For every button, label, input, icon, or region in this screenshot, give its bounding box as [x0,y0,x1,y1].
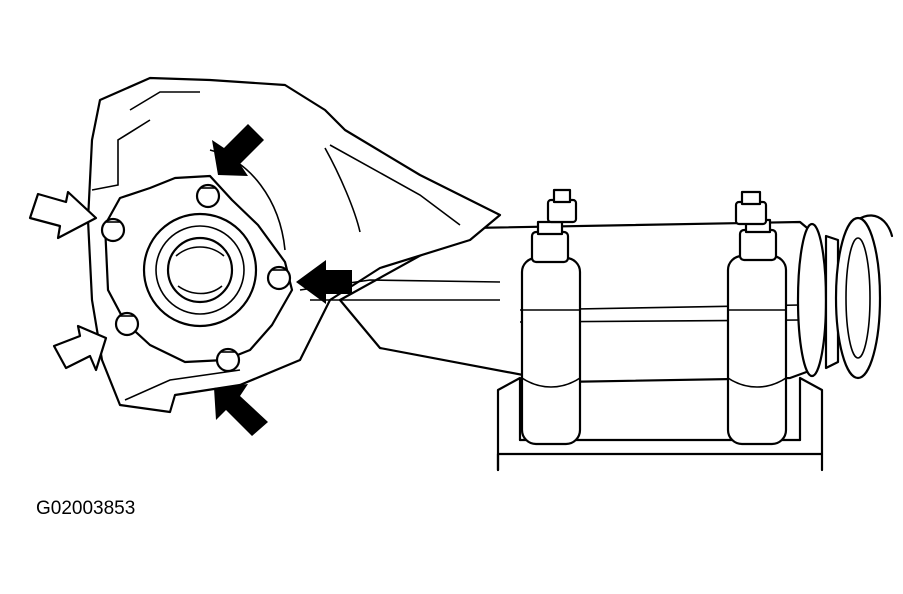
left-clamp-post [520,220,582,446]
outline-arrow-lower-left-icon [52,324,108,372]
solid-arrow-top-icon [212,124,264,176]
solid-arrow-bottom-icon [214,384,268,436]
solid-arrow-right-icon [296,260,352,304]
solid-callout-arrows [212,124,352,436]
rear-bolt-heads [546,188,768,226]
bolt-top [195,183,221,209]
cover-bolts [100,183,292,373]
cover-plate [103,174,294,364]
right-clamp-post [726,218,788,446]
bolt-right [266,265,292,291]
outline-callout-arrows [28,190,108,372]
bolt-bottom [215,347,241,373]
bolt-lower-left [114,311,140,337]
outline-arrow-upper-left-icon [28,190,98,240]
figure-code-label: G02003853 [36,498,136,519]
bolt-upper-left [100,217,126,243]
